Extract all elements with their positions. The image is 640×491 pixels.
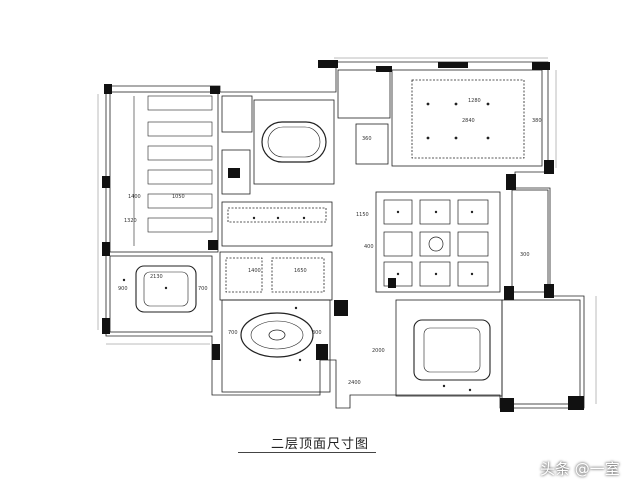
dim-mid-left-1: 1400 [128, 194, 141, 200]
room-lower-right [395, 299, 503, 397]
lower-left-ceiling [135, 265, 197, 313]
room-small-left [221, 95, 253, 133]
room-right-strip [511, 189, 549, 293]
room-mid-center-lower [219, 251, 333, 301]
dim-mid-center-3: 1650 [294, 268, 307, 274]
dim-oval-h: 300 [312, 330, 322, 336]
room-mid-center [221, 201, 333, 247]
lower-right-ceiling [413, 319, 491, 381]
downlights [122, 102, 490, 392]
dim-lower-left-2: 900 [118, 286, 128, 292]
dim-small-1: 360 [362, 136, 372, 142]
room-grid [375, 191, 501, 293]
dim-lower-right-1: 2000 [372, 348, 385, 354]
dim-small-2: 400 [364, 244, 374, 250]
watermark: 头条 @一室 [540, 460, 620, 478]
room-left-lower [109, 255, 213, 333]
oval-ceiling-top [261, 121, 327, 163]
room-left-column [109, 91, 219, 253]
dim-top-center-1: 1280 [468, 98, 481, 104]
room-top-center-inner [411, 79, 525, 159]
structural-columns [102, 60, 584, 412]
title-underline [238, 452, 376, 453]
room-small-mid [355, 123, 389, 165]
room-small-top [337, 69, 391, 119]
oval-ceiling-lower [240, 312, 314, 358]
dim-lower-left-1: 2130 [150, 274, 163, 280]
room-top-center [391, 69, 543, 167]
dim-mid-left-3: 1320 [124, 218, 137, 224]
dim-lower-left-3: 700 [198, 286, 208, 292]
dim-top-center-2: 2840 [462, 118, 475, 124]
dim-right-box: 300 [520, 252, 530, 258]
room-lower-oval [221, 299, 331, 393]
left-slats [133, 95, 213, 246]
grid-coffers [383, 199, 489, 287]
dim-top-right: 380 [532, 118, 542, 124]
room-small-left-2 [221, 149, 251, 195]
dim-oval-w: 700 [228, 330, 238, 336]
room-oval [253, 99, 335, 185]
dim-lower-right-2: 2400 [348, 380, 361, 386]
dim-mid-left-2: 1050 [172, 194, 185, 200]
drawing-title: 二层顶面尺寸图 [270, 437, 369, 452]
room-lower-right-strip [501, 299, 581, 405]
dim-mid-center-1: 1150 [356, 212, 369, 218]
dim-mid-center-2: 1400 [248, 268, 261, 274]
